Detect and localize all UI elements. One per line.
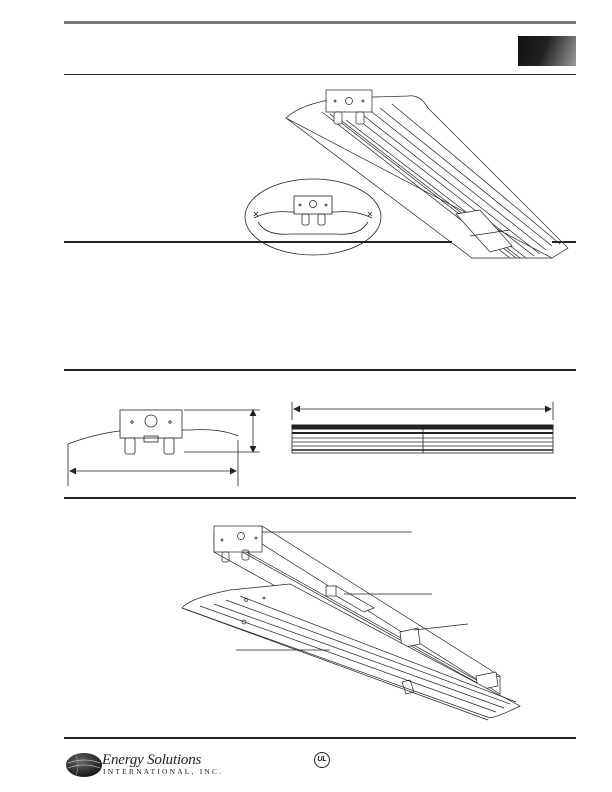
section-rule-2-end bbox=[552, 241, 576, 243]
brand-name: Energy Solutions bbox=[102, 752, 202, 768]
section-rule-2 bbox=[64, 241, 452, 243]
header-tab bbox=[518, 36, 576, 66]
footer-rule bbox=[64, 737, 576, 739]
ul-listed-icon: UL bbox=[314, 752, 330, 768]
end-detail-inset bbox=[244, 178, 382, 256]
globe-logo-icon bbox=[66, 753, 102, 777]
brand-tagline: INTERNATIONAL, INC. bbox=[103, 767, 224, 776]
header-bottom-rule bbox=[64, 74, 576, 75]
section-rule-4 bbox=[64, 497, 576, 499]
top-header-rule bbox=[64, 21, 576, 24]
section-rule-3 bbox=[64, 369, 576, 371]
